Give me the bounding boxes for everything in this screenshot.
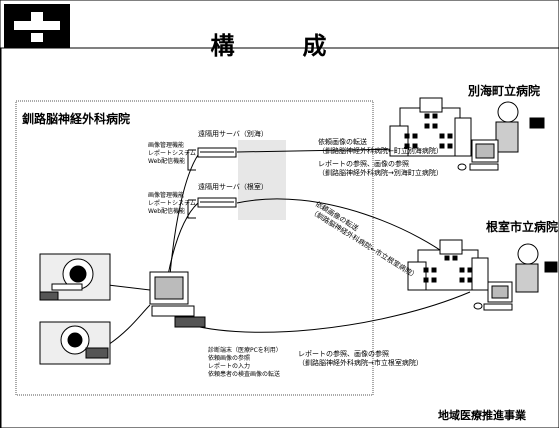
- server-1-functions: 画像管理機能 レポートシステム Web配信機能: [148, 142, 196, 165]
- remote-hospital-2-name: 根室市立病院: [486, 220, 559, 234]
- hospital-building-2-icon: [407, 239, 489, 291]
- server-1: [197, 147, 237, 158]
- main-hospital-box: [15, 100, 374, 396]
- link-terminal-server2: [167, 202, 199, 276]
- hospital-building-1-icon: [389, 97, 472, 157]
- cross-logo-icon: [4, 4, 70, 48]
- server-1-label: 遠隔用サーバ（別海）: [198, 130, 268, 138]
- footer-project-name: 地域医療推進事業: [438, 409, 526, 422]
- page-title: 構 成: [210, 31, 349, 60]
- server-2-functions: 画像管理機能 レポートシステム Web配信機能: [148, 192, 196, 215]
- remote-2-report-reference: レポートの参照、画像の参照 （釧路脳神経外科病院→市立根室病院）: [298, 350, 423, 367]
- remote-pc-1-icon: [457, 139, 499, 171]
- terminal-description: 診断端末（医療PCを利用） 依頼画像の参照 レポートの入力 依頼患者の検査画像の…: [208, 347, 282, 378]
- link-modality-terminal-2: [107, 304, 151, 346]
- link-modality-terminal-1: [107, 284, 151, 291]
- remote-hospital-1-name: 別海町立病院: [468, 84, 541, 98]
- remote-1-request-transfer: 依頼画像の転送 （釧路脳神経外科病院←町立別海病院）: [318, 138, 443, 155]
- remote-1-report-reference: レポートの参照、画像の参照 （釧路脳神経外科病院→別海町立病院）: [318, 160, 443, 177]
- diagnostic-terminal-icon: [149, 271, 206, 328]
- ct-scanner-icon: [39, 253, 111, 301]
- link-terminal-remote2: [174, 291, 471, 333]
- doctor-2-icon: [515, 243, 558, 293]
- server-2-label: 遠隔用サーバ（根室）: [198, 183, 268, 191]
- server-2: [197, 197, 237, 208]
- doctor-1-icon: [495, 101, 545, 153]
- mri-scanner-icon: [39, 321, 111, 365]
- main-hospital-name: 釧路脳神経外科病院: [22, 112, 131, 126]
- remote-pc-2-icon: [473, 281, 513, 311]
